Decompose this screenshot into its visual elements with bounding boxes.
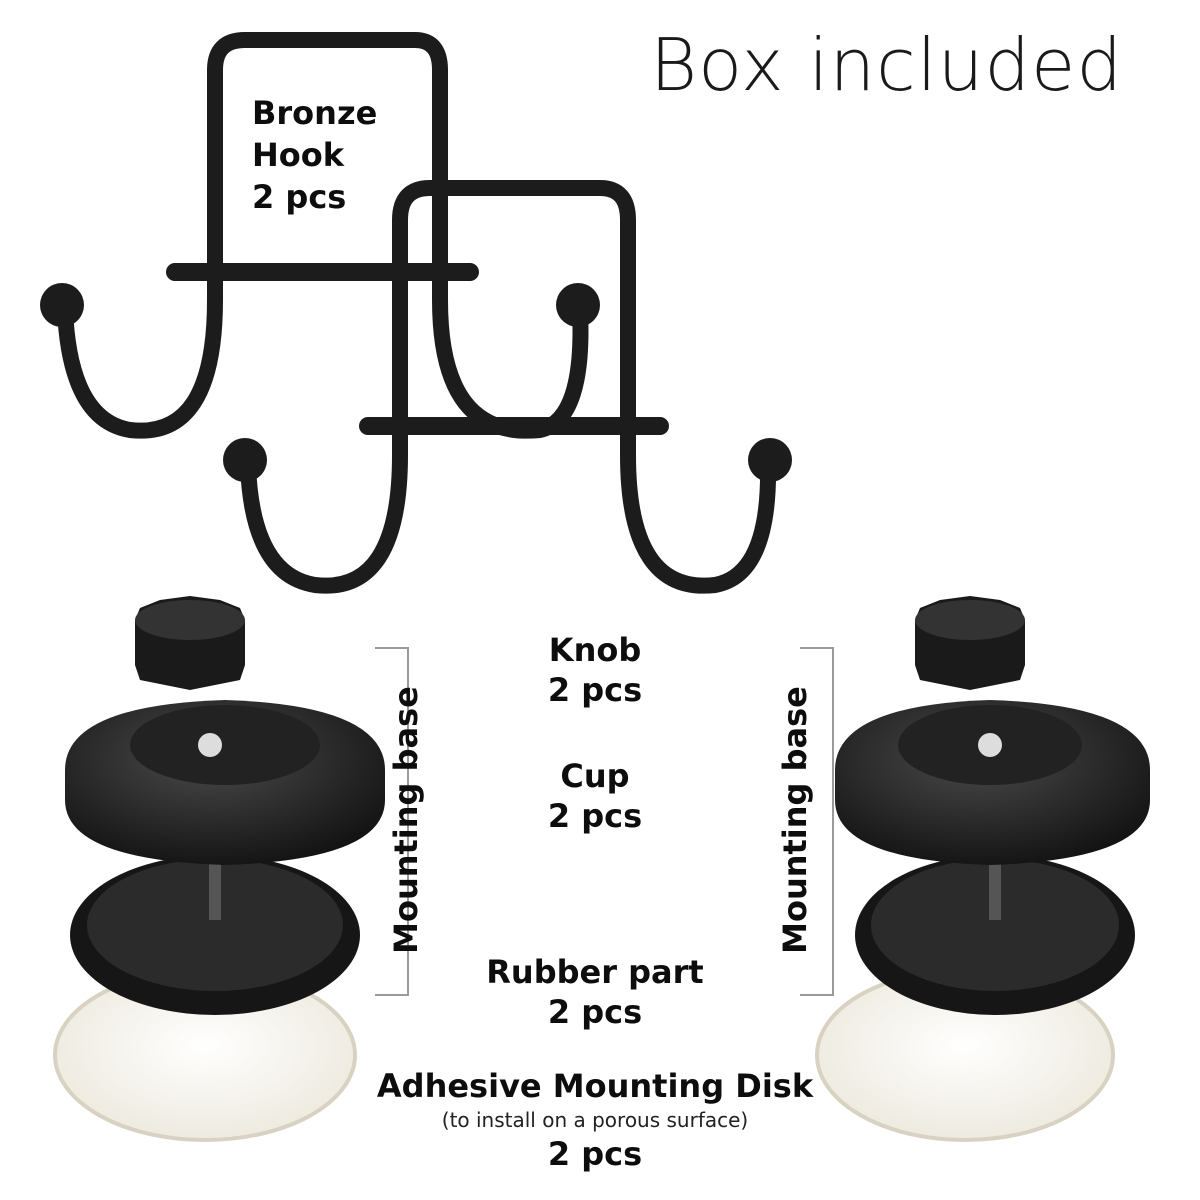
hook-qty: 2 pcs bbox=[252, 178, 347, 216]
hook-ball bbox=[556, 283, 600, 327]
knob-label: Knob 2 pcs bbox=[470, 630, 720, 710]
mounting-assembly-left bbox=[53, 596, 385, 1142]
bronze-hook-front bbox=[240, 180, 777, 594]
rubber-name: Rubber part bbox=[486, 953, 704, 991]
rubber-qty: 2 pcs bbox=[547, 993, 643, 1031]
cup-name: Cup bbox=[560, 757, 630, 795]
page-title: Box included bbox=[650, 23, 1124, 107]
hook-ball bbox=[223, 438, 267, 482]
disk-note: (to install on a porous surface) bbox=[441, 1108, 749, 1132]
disk-qty: 2 pcs bbox=[547, 1135, 643, 1173]
hook-label: Bronze Hook 2 pcs bbox=[252, 92, 392, 218]
disk-label: Adhesive Mounting Disk (to install on a … bbox=[330, 1066, 860, 1174]
mounting-assembly-right bbox=[815, 596, 1150, 1142]
rubber-label: Rubber part 2 pcs bbox=[430, 952, 760, 1032]
mounting-base-label-left: Mounting base bbox=[387, 686, 425, 954]
hook-name-line1: Bronze bbox=[252, 94, 378, 132]
bronze-hook-back bbox=[57, 32, 589, 439]
knob-name: Knob bbox=[548, 631, 642, 669]
hook-ball bbox=[748, 438, 792, 482]
hook-name-line2: Hook bbox=[252, 136, 345, 174]
cup-qty: 2 pcs bbox=[547, 797, 643, 835]
cup-label: Cup 2 pcs bbox=[470, 756, 720, 836]
mounting-base-bracket bbox=[375, 647, 834, 996]
hook-ball bbox=[40, 283, 84, 327]
disk-name: Adhesive Mounting Disk bbox=[376, 1067, 814, 1105]
knob-qty: 2 pcs bbox=[547, 671, 643, 709]
mounting-base-label-right: Mounting base bbox=[776, 686, 814, 954]
